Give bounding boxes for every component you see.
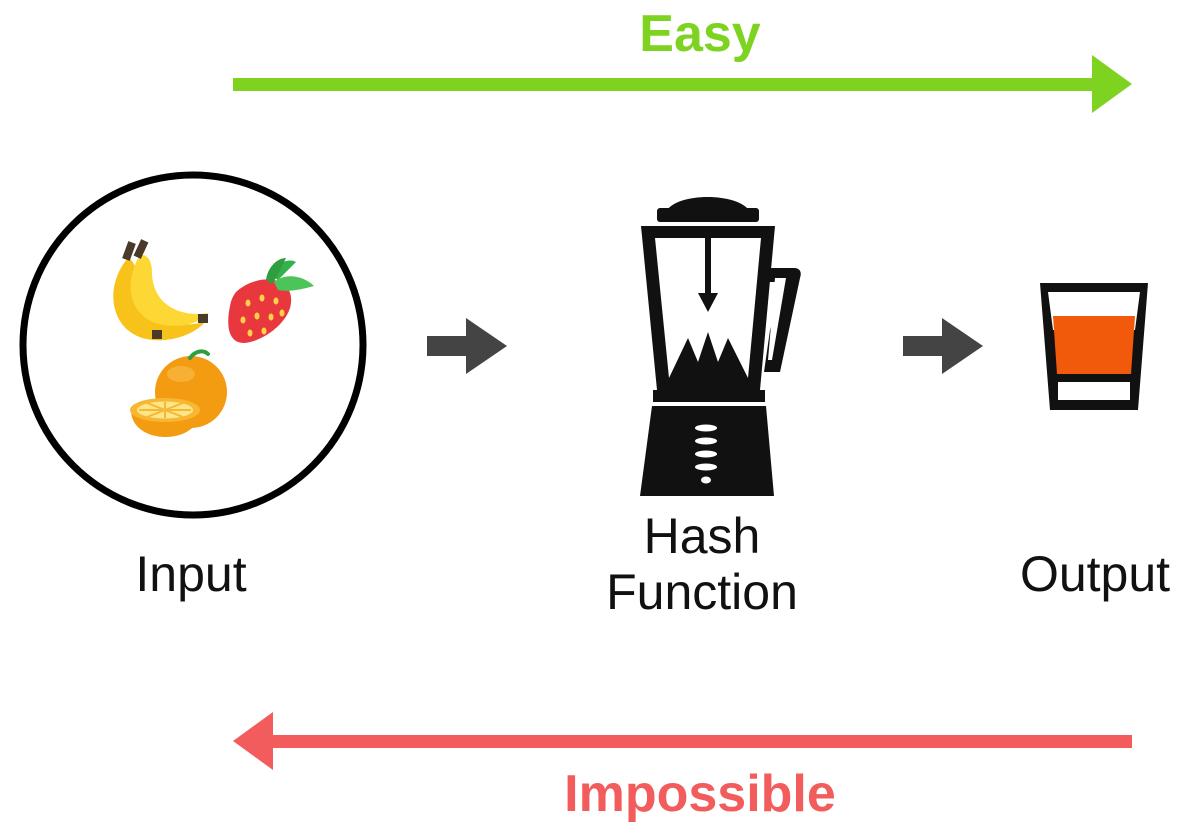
flow-arrow-hash-to-output: [903, 318, 983, 374]
hash-function-label: Hash Function: [606, 508, 798, 620]
impossible-arrow: [233, 712, 1132, 770]
easy-label: Easy: [639, 5, 761, 63]
banana-icon: [113, 239, 209, 341]
impossible-label: Impossible: [564, 765, 836, 823]
input-label: Input: [135, 546, 247, 602]
input-circle: [19, 171, 367, 519]
blender-icon: [640, 197, 801, 496]
juice-glass-icon: [1040, 283, 1148, 410]
strawberry-icon: [228, 258, 314, 343]
output-label: Output: [1019, 546, 1171, 602]
easy-arrow: [233, 55, 1132, 113]
flow-arrow-input-to-hash: [427, 318, 507, 374]
orange-icon: [130, 349, 227, 437]
